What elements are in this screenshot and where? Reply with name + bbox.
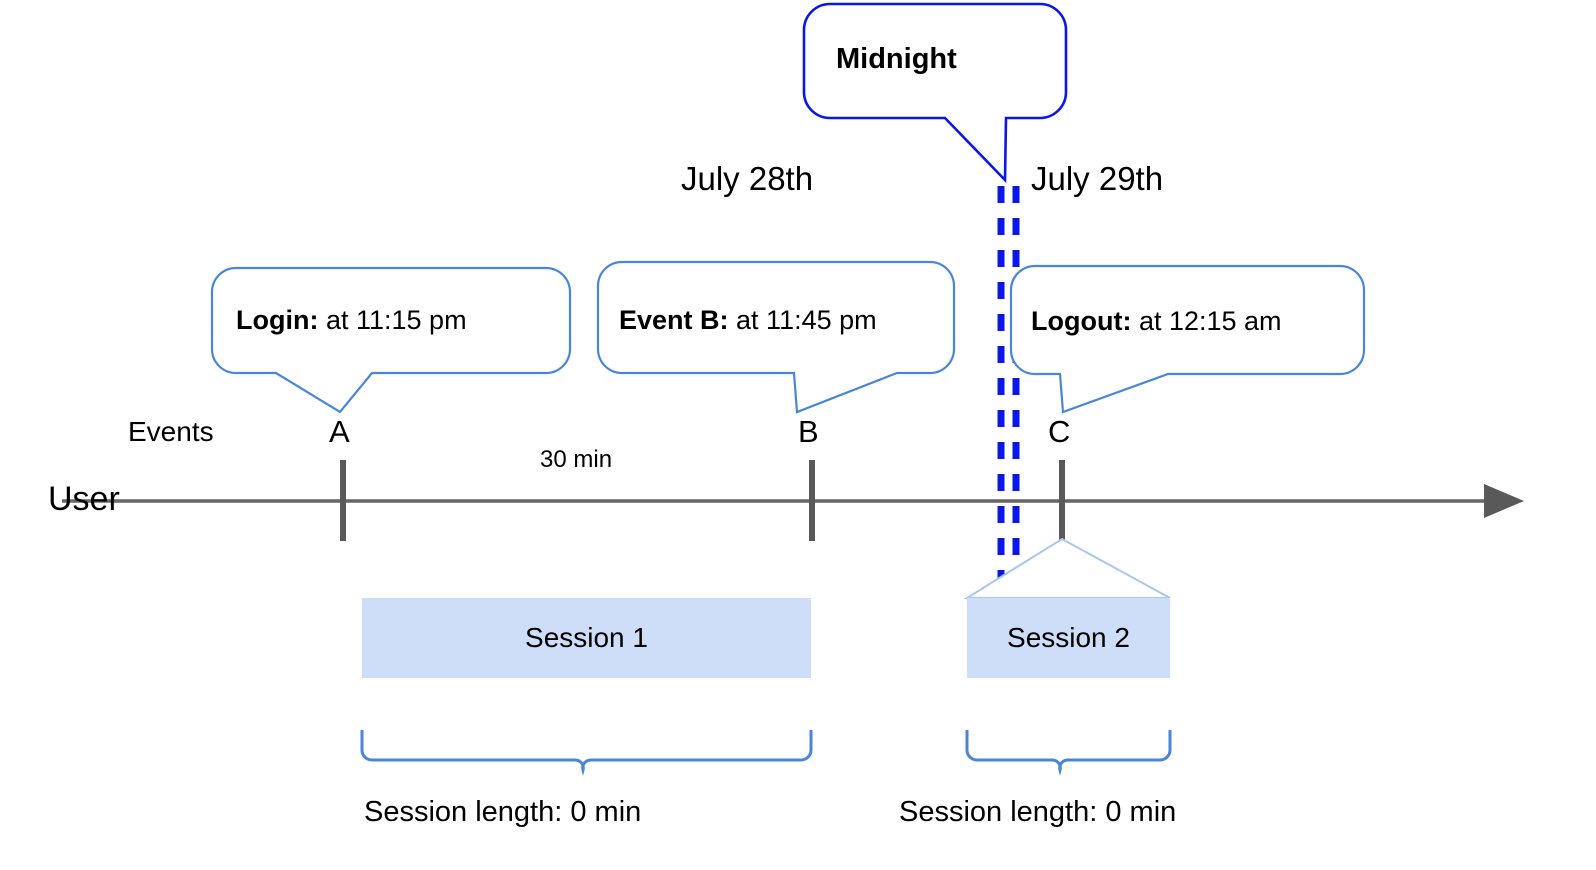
event-b-callout-rest: at 11:45 pm [728, 305, 877, 335]
logout-callout-rest: at 12:15 am [1131, 306, 1282, 336]
session-1-length-label: Session length: 0 min [364, 796, 642, 828]
login-callout-bold: Login: [236, 305, 319, 335]
timeline-axis [62, 484, 1524, 518]
user-row-label: User [48, 480, 120, 518]
events-row-label: Events [128, 416, 214, 447]
login-callout-text: Login: at 11:15 pm [236, 307, 467, 334]
day-label-july-28: July 28th [681, 160, 814, 197]
session-2-label: Session 2 [1007, 622, 1130, 653]
logout-callout-text: Logout: at 12:15 am [1031, 308, 1282, 335]
session-1-box: Session 1 [362, 598, 811, 678]
session-1-brace [360, 730, 813, 771]
event-b-callout-bold: Event B: [619, 305, 729, 335]
event-marker-label-a: A [329, 414, 350, 449]
login-callout-rest: at 11:15 pm [318, 305, 467, 335]
day-label-july-29: July 29th [1031, 160, 1164, 197]
event-marker-label-c: C [1048, 414, 1071, 449]
logout-callout-bold: Logout: [1031, 306, 1132, 336]
midnight-callout-shape [802, 2, 1068, 184]
session-2-box: Session 2 [967, 598, 1170, 678]
session-2-length-label: Session length: 0 min [899, 796, 1177, 828]
session-2-brace [965, 730, 1172, 771]
session-2-pointer [963, 537, 1171, 599]
midnight-callout-label: Midnight [836, 43, 957, 75]
event-b-callout-shape [596, 260, 956, 414]
logout-callout-shape [1009, 264, 1366, 414]
event-marker-label-b: B [798, 414, 819, 449]
login-callout-shape [210, 266, 572, 414]
duration-label-30-min: 30 min [540, 446, 613, 473]
session-1-label: Session 1 [525, 622, 648, 653]
midnight-dashed-lines [997, 186, 1020, 590]
event-b-callout-text: Event B: at 11:45 pm [619, 307, 877, 334]
